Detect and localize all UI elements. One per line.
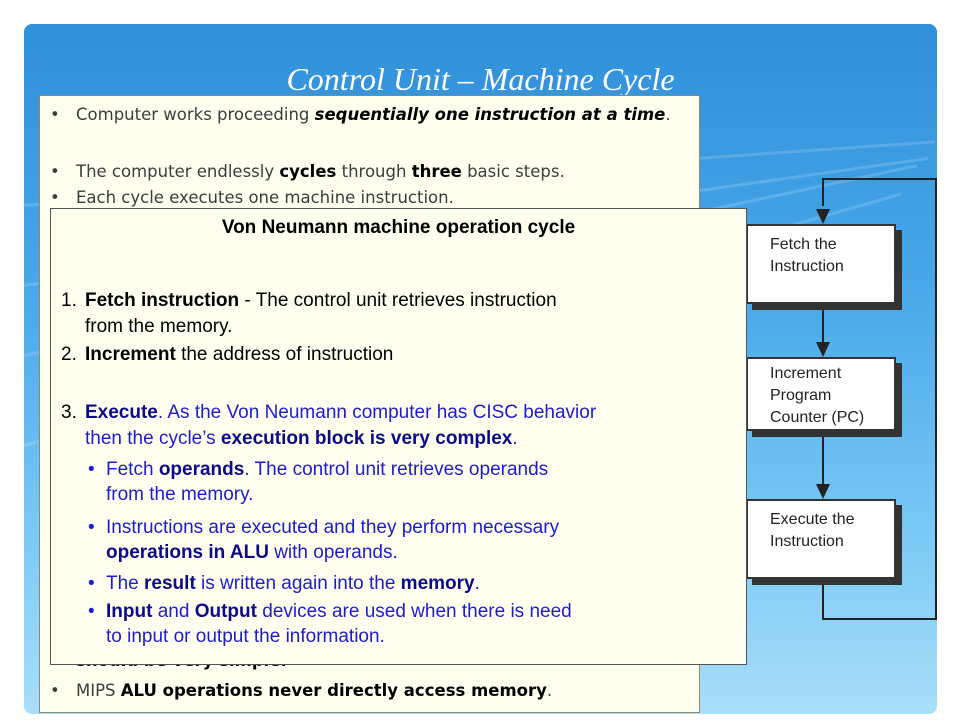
- bullet-item: Computer works proceeding sequentially o…: [50, 102, 688, 127]
- arrow-head: [816, 342, 830, 357]
- bullet-item: MIPS ALU operations never directly acces…: [50, 678, 688, 703]
- arrow-head: [816, 484, 830, 499]
- numbered-item: 2.Increment the address of instruction: [61, 344, 394, 365]
- fetch-box-line: Instruction: [770, 258, 844, 275]
- bullet-item: The computer endlessly cycles through th…: [50, 159, 688, 184]
- sub-bullet: Fetch operands. The control unit retriev…: [88, 457, 548, 507]
- bullet-item: Each cycle executes one machine instruct…: [50, 185, 688, 210]
- popup-title: Von Neumann machine operation cycle: [221, 217, 576, 238]
- execute-box-line: Instruction: [770, 533, 844, 550]
- increment-box-line: Counter (PC): [770, 409, 865, 426]
- increment-box-line: Program: [770, 387, 832, 404]
- slide-title: Control Unit – Machine Cycle: [286, 61, 675, 97]
- numbered-item-continuation: from the memory.: [85, 316, 233, 337]
- execute-box: Execute the Instruction: [746, 499, 896, 579]
- increment-box: Increment Program Counter (PC): [746, 357, 896, 431]
- fetch-box: Fetch the Instruction: [746, 224, 896, 304]
- slide: Control Unit – Machine Cycle Computer wo…: [24, 24, 937, 714]
- numbered-item: 3.Execute. As the Von Neumann computer h…: [61, 402, 597, 423]
- fetch-box-line: Fetch the: [770, 236, 837, 253]
- numbered-item-continuation: then the cycle’s execution block is very…: [85, 428, 518, 449]
- increment-box-line: Increment: [770, 365, 842, 382]
- sub-bullet: Instructions are executed and they perfo…: [88, 515, 559, 565]
- popup-panel: Von Neumann machine operation cycle 1.Fe…: [50, 208, 747, 665]
- numbered-item: 1.Fetch instruction - The control unit r…: [61, 290, 557, 311]
- execute-box-line: Execute the: [770, 511, 855, 528]
- sub-bullet: Input and Output devices are used when t…: [88, 599, 572, 649]
- sub-bullet: The result is written again into the mem…: [88, 571, 480, 596]
